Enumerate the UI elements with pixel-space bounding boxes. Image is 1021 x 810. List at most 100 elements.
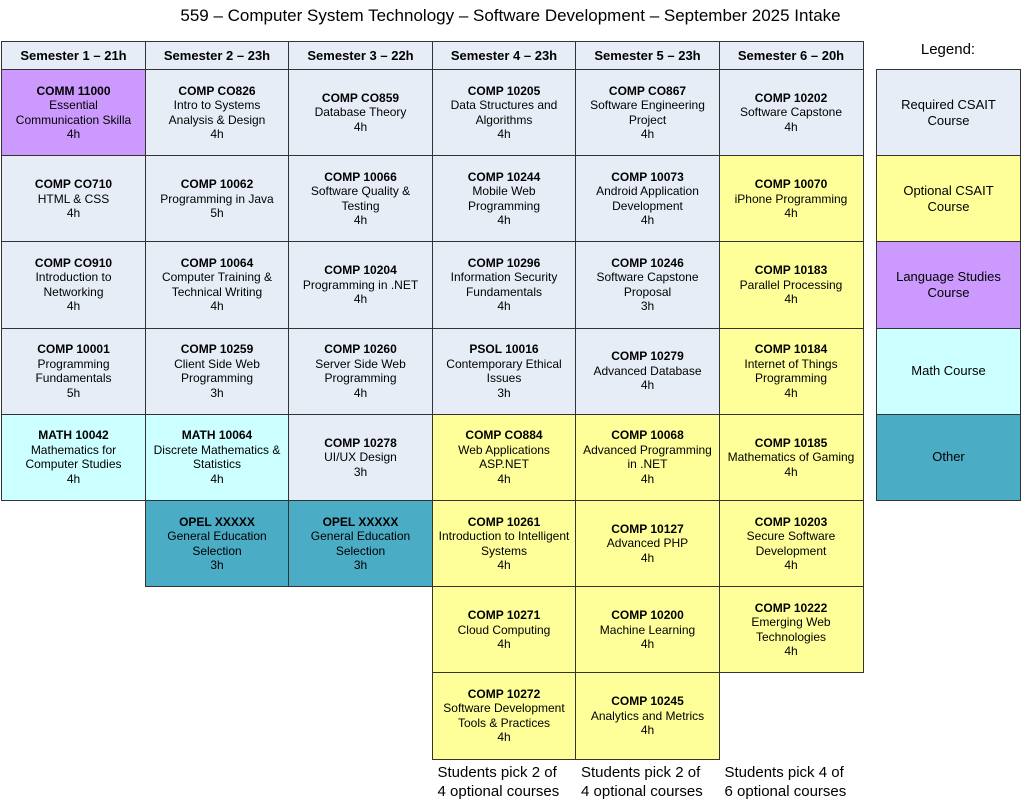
course-code: COMP 10296	[467, 255, 541, 270]
course-code: COMP 10200	[611, 608, 684, 623]
course-title: UI/UX Design	[324, 450, 397, 465]
course-hours: 4h	[497, 127, 511, 142]
course-hours: 4h	[784, 292, 798, 307]
course-title: Secure Software Development	[746, 529, 836, 558]
course-title: General Education Selection	[167, 529, 267, 558]
course-title: Advanced Programming in .NET	[583, 442, 712, 472]
course-hours: 4h	[497, 637, 511, 652]
course-code: COMP 10066	[324, 169, 397, 184]
course-hours: 4h	[784, 385, 798, 400]
course-hours: 4h	[66, 206, 81, 221]
course-hours: 4h	[640, 127, 655, 142]
course-title: Information Security Fundamentals	[450, 270, 558, 299]
course-code: COMP 10068	[611, 428, 684, 443]
semester-header: Semester 5 – 23h	[575, 41, 720, 71]
course-code: COMP 10001	[37, 342, 110, 357]
course-code: COMP CO859	[321, 90, 400, 105]
course-code: COMP CO867	[608, 83, 687, 98]
course-hours: 4h	[640, 213, 655, 228]
course-title: Android Application Development	[596, 184, 699, 213]
course-hours: 4h	[497, 299, 511, 314]
course-code: COMP 10244	[467, 169, 541, 184]
course-hours: 4h	[497, 471, 511, 486]
course-title: Database Theory	[314, 105, 407, 120]
course-code: COMP 10185	[754, 435, 828, 450]
course-code: COMP 10222	[754, 600, 828, 615]
course-code: COMP 10279	[611, 349, 684, 364]
course-hours: 3h	[210, 385, 224, 400]
course-code: COMP 10203	[754, 514, 828, 529]
course-title: Parallel Processing	[739, 277, 843, 292]
legend-title: Legend:	[920, 41, 976, 58]
course-hours: 4h	[640, 637, 655, 652]
course-code: COMP CO910	[34, 255, 113, 270]
course-title: Software Capstone	[739, 105, 843, 120]
course-title: Programming in .NET	[302, 277, 419, 292]
course-code: COMP 10127	[611, 521, 684, 536]
course-title: Discrete Mathematics & Statistics	[153, 442, 281, 472]
course-hours: 4h	[66, 127, 81, 142]
course-title: Client Side Web Programming	[174, 356, 260, 386]
course-title: Web Applications ASP.NET	[458, 442, 550, 472]
course-title: Internet of Things Programming	[744, 356, 838, 386]
semester-header: Semester 2 – 23h	[144, 41, 290, 71]
course-hours: 3h	[497, 385, 511, 400]
course-hours: 4h	[66, 471, 81, 486]
course-title: Programming in Java	[160, 191, 274, 206]
course-code: COMP CO710	[34, 177, 113, 192]
course-code: COMP CO826	[178, 83, 256, 98]
course-hours: 4h	[353, 119, 368, 134]
course-title: Mathematics of Gaming	[727, 450, 855, 465]
course-title: General Education Selection	[310, 529, 411, 558]
course-code: COMP 10183	[754, 263, 828, 278]
legend-item-other: Other	[876, 413, 1021, 501]
course-code: MATH 10064	[181, 428, 253, 443]
semester-footer-note: Students pick 2 of 4 optional courses	[581, 764, 703, 800]
course-hours: 4h	[353, 292, 368, 307]
semester-header: Semester 6 – 20h	[718, 41, 864, 71]
course-code: COMM 11000	[36, 83, 111, 98]
course-code: COMP 10278	[324, 435, 397, 450]
course-hours: 4h	[210, 299, 224, 314]
course-code: COMP 10184	[754, 342, 828, 357]
course-code: PSOL 10016	[469, 342, 539, 357]
course-code: COMP 10064	[180, 255, 254, 270]
course-hours: 3h	[353, 464, 368, 479]
course-hours: 4h	[640, 723, 655, 738]
course-code: COMP 10272	[467, 686, 541, 701]
course-title: Computer Training & Technical Writing	[161, 270, 273, 299]
course-code: COMP CO884	[465, 428, 543, 443]
course-title: Essential Communication Skilla	[15, 98, 132, 127]
course-code: COMP 10204	[324, 263, 397, 278]
course-hours: 4h	[497, 558, 511, 573]
course-title: Analytics and Metrics	[590, 708, 705, 723]
course-code: COMP 10271	[467, 608, 541, 623]
course-code: MATH 10042	[38, 428, 109, 443]
